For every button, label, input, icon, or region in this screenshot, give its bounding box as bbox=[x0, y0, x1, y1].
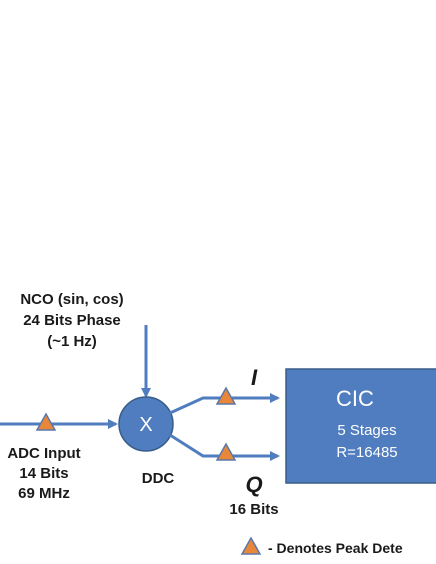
adc-peak-detect-marker bbox=[35, 412, 57, 431]
q-channel-arrow bbox=[169, 433, 280, 461]
ddc-label: DDC bbox=[142, 470, 175, 487]
nco-label-line1: NCO (sin, cos) bbox=[20, 291, 123, 308]
legend-text: - Denotes Peak Dete bbox=[268, 540, 403, 556]
cic-title: CIC bbox=[336, 386, 374, 411]
legend-marker bbox=[240, 536, 262, 555]
i-peak-detect-marker bbox=[215, 386, 237, 405]
cic-ratio: R=16485 bbox=[336, 444, 397, 461]
cic-stages: 5 Stages bbox=[337, 422, 396, 439]
adc-label-line2: 14 Bits bbox=[19, 465, 68, 482]
q-channel-label: Q bbox=[245, 472, 262, 497]
i-channel-arrow bbox=[169, 393, 280, 415]
q-bits-label: 16 Bits bbox=[229, 501, 278, 518]
mixer-symbol: X bbox=[139, 414, 152, 436]
nco-label-line3: (~1 Hz) bbox=[47, 333, 97, 350]
i-channel-label: I bbox=[251, 365, 258, 390]
cic-block bbox=[285, 368, 436, 484]
q-peak-detect-marker bbox=[215, 442, 237, 461]
mixer-circle bbox=[118, 396, 174, 452]
adc-label-line3: 69 MHz bbox=[18, 485, 70, 502]
nco-label-line2: 24 Bits Phase bbox=[23, 312, 121, 329]
adc-label-line1: ADC Input bbox=[7, 445, 80, 462]
